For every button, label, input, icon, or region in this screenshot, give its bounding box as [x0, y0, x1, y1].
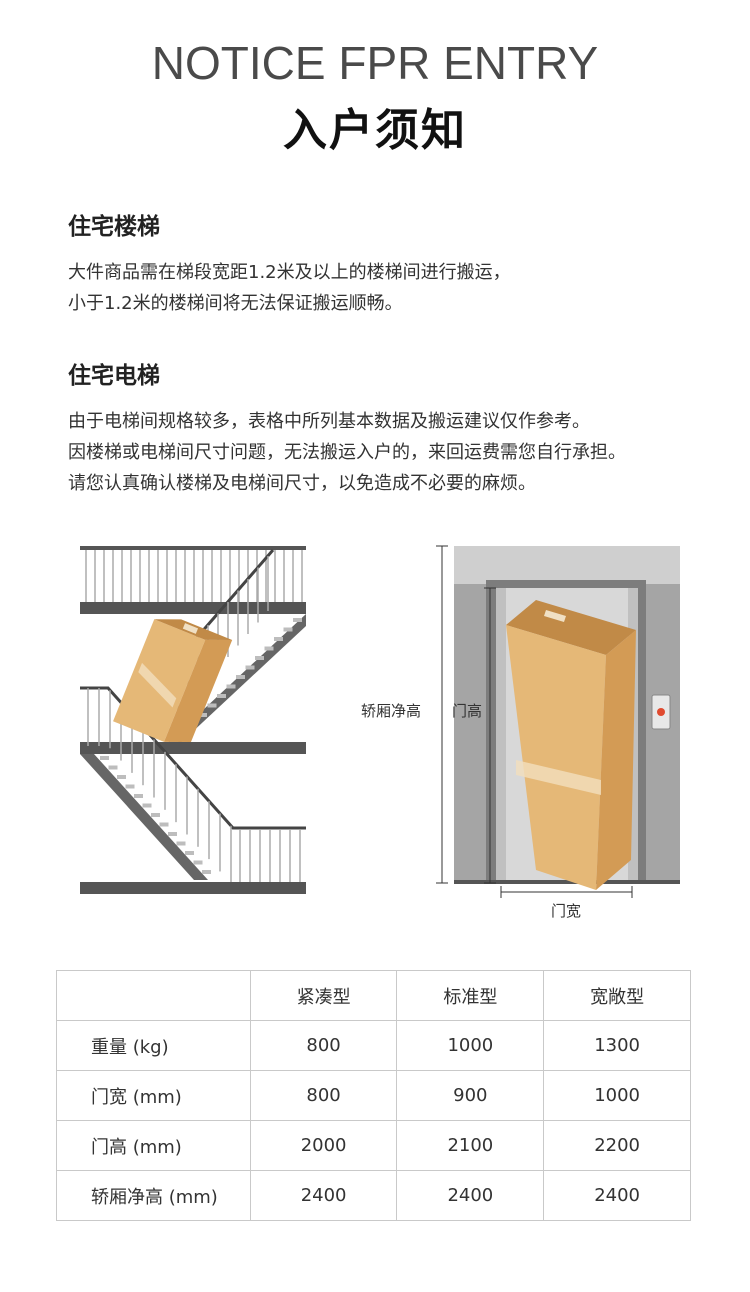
table-cell: 2400	[396, 1170, 545, 1221]
text-line: 小于1.2米的楼梯间将无法保证搬运顺畅。	[68, 293, 403, 314]
elevator-spec-table: 紧凑型 标准型 宽敞型 重量 (kg) 800 1000 1300 门宽 (mm…	[56, 970, 691, 1221]
table-cell: 2100	[396, 1120, 545, 1171]
stair-step	[255, 656, 264, 660]
stair-step	[117, 775, 126, 779]
door-height-label: 门高	[452, 702, 482, 720]
door-width-dimension	[500, 886, 633, 898]
table-row: 门高 (mm) 2000 2100 2200	[56, 1120, 691, 1171]
elevator-illustration: 轿厢净高 门高 门宽	[361, 545, 680, 920]
stair-step	[245, 665, 255, 670]
row-label: 门宽 (mm)	[56, 1070, 251, 1121]
stair-step	[142, 803, 152, 808]
text-line: 大件商品需在梯段宽距1.2米及以上的楼梯间进行搬运，	[68, 262, 511, 283]
top-railing	[80, 546, 306, 614]
stair-step	[159, 822, 169, 827]
table-cell: 800	[249, 1070, 398, 1121]
section-elevator: 住宅电梯 由于电梯间规格较多，表格中所列基本数据及搬运建议仅作参考。 因楼梯或电…	[68, 356, 708, 499]
car-height-label: 轿厢净高	[361, 702, 421, 720]
table-row: 轿厢净高 (mm) 2400 2400 2400	[56, 1170, 691, 1221]
cardboard-box	[506, 600, 636, 890]
staircase-illustration	[80, 546, 306, 894]
table-cell: 2200	[543, 1120, 691, 1171]
page-title: 入户须知	[283, 105, 467, 156]
car-height-dimension	[436, 545, 448, 884]
stair-step	[151, 813, 160, 817]
cardboard-box	[113, 619, 233, 742]
stair-step	[283, 627, 293, 632]
table-cell: 1000	[543, 1070, 691, 1121]
table-row: 重量 (kg) 800 1000 1300	[56, 1020, 691, 1071]
section-text: 由于电梯间规格较多，表格中所列基本数据及搬运建议仅作参考。 因楼梯或电梯间尺寸问…	[68, 406, 708, 499]
section-title: 住宅电梯	[68, 363, 160, 389]
header-cell	[56, 970, 251, 1021]
section-stairs: 住宅楼梯 大件商品需在梯段宽距1.2米及以上的楼梯间进行搬运， 小于1.2米的楼…	[68, 207, 708, 319]
stair-step	[108, 765, 118, 770]
stair-step	[168, 832, 177, 836]
stair-step	[202, 870, 211, 874]
stair-step	[264, 646, 274, 651]
stair-step	[226, 684, 236, 689]
table-cell: 2400	[543, 1170, 691, 1221]
stair-step	[185, 851, 194, 855]
stair-step	[293, 618, 302, 622]
stair-step	[236, 675, 245, 679]
call-button-icon	[657, 708, 665, 716]
table-cell: 1000	[396, 1020, 545, 1071]
text-line: 由于电梯间规格较多，表格中所列基本数据及搬运建议仅作参考。	[68, 411, 590, 432]
header-cell: 紧凑型	[249, 970, 398, 1021]
stair-step	[193, 860, 203, 865]
door-height-dimension	[484, 587, 496, 884]
header-cell: 宽敞型	[543, 970, 691, 1021]
stair-step	[125, 784, 135, 789]
stair-step	[207, 703, 217, 708]
row-label: 重量 (kg)	[56, 1020, 251, 1071]
stair-step	[100, 756, 109, 760]
stair-step	[217, 694, 226, 698]
table-row: 门宽 (mm) 800 900 1000	[56, 1070, 691, 1121]
table-header-row: 紧凑型 标准型 宽敞型	[56, 970, 691, 1021]
stair-step	[198, 713, 207, 717]
stair-step	[176, 841, 186, 846]
table-cell: 1300	[543, 1020, 691, 1071]
stair-step	[134, 794, 143, 798]
row-label: 轿厢净高 (mm)	[56, 1170, 251, 1221]
elevator-call-button-panel	[651, 694, 671, 730]
section-text: 大件商品需在梯段宽距1.2米及以上的楼梯间进行搬运， 小于1.2米的楼梯间将无法…	[68, 257, 708, 319]
header-cell: 标准型	[396, 970, 545, 1021]
section-title: 住宅楼梯	[68, 214, 160, 240]
table-cell: 800	[249, 1020, 398, 1071]
row-label: 门高 (mm)	[56, 1120, 251, 1171]
door-width-label: 门宽	[551, 902, 581, 920]
page-title-english: NOTICE FPR ENTRY	[151, 37, 599, 89]
table-cell: 2000	[249, 1120, 398, 1171]
text-line: 因楼梯或电梯间尺寸问题，无法搬运入户的，来回运费需您自行承担。	[68, 442, 626, 463]
stair-step	[274, 637, 283, 641]
middle-landing	[80, 686, 306, 894]
table-cell: 2400	[249, 1170, 398, 1221]
table-cell: 900	[396, 1070, 545, 1121]
text-line: 请您认真确认楼梯及电梯间尺寸，以免造成不必要的麻烦。	[68, 473, 536, 494]
